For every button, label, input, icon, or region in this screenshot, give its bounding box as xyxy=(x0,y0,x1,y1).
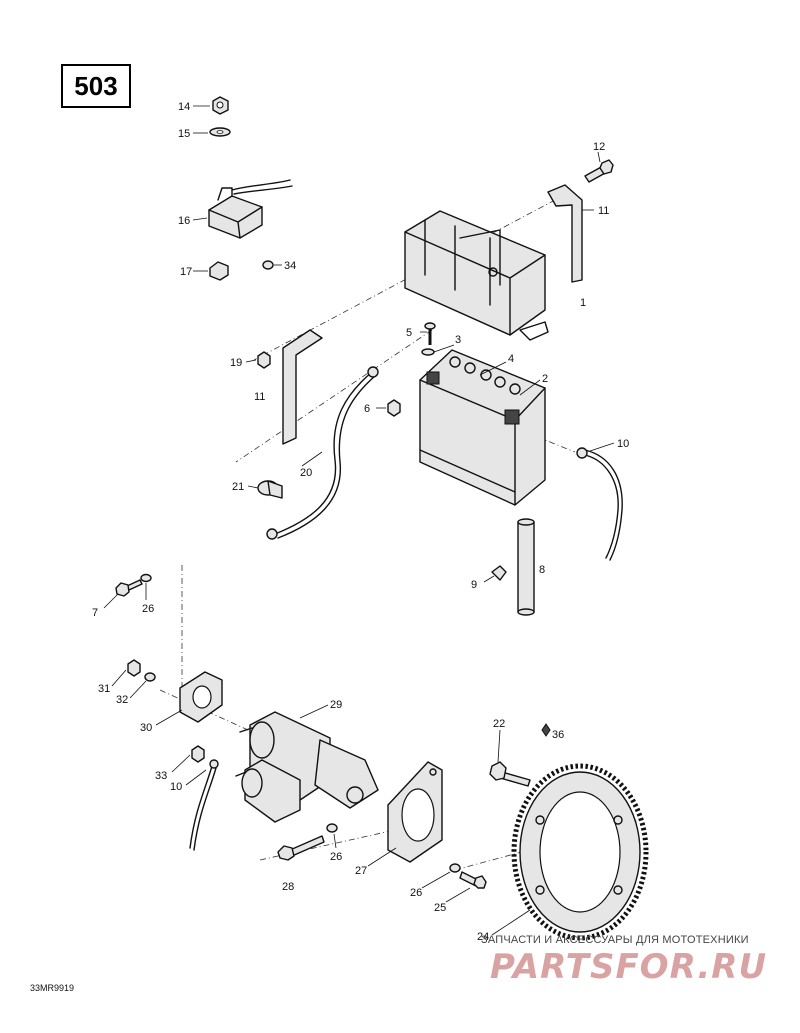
callout-11-left: 11 xyxy=(254,391,265,403)
nut-part-14 xyxy=(212,96,229,115)
callout-30: 30 xyxy=(140,722,152,734)
starter-part-29 xyxy=(235,711,379,823)
callout-4: 4 xyxy=(508,353,514,365)
callout-9: 9 xyxy=(471,579,477,591)
callout-19: 19 xyxy=(230,357,242,369)
callout-27: 27 xyxy=(355,865,367,877)
battery-part-2 xyxy=(419,349,546,506)
callout-16: 16 xyxy=(178,215,190,227)
bolt-part-25 xyxy=(459,871,487,889)
page-number-box: 503 xyxy=(61,64,131,108)
washer-part-26-upper xyxy=(140,573,152,583)
callout-20: 20 xyxy=(300,467,312,479)
callout-36: 36 xyxy=(552,729,564,741)
callout-33: 33 xyxy=(155,770,167,782)
tube-part-8 xyxy=(517,518,535,616)
nut-part-31 xyxy=(127,659,141,677)
callout-31: 31 xyxy=(98,683,110,695)
lock-part-36 xyxy=(541,723,551,737)
callout-32: 32 xyxy=(116,694,128,706)
battery-caps xyxy=(449,356,521,395)
washer-part-26-lower xyxy=(449,863,461,873)
callout-26-upper: 26 xyxy=(142,603,154,615)
nut-part-6 xyxy=(387,399,401,417)
washer-part-15 xyxy=(209,127,231,137)
clip-part-17 xyxy=(209,261,229,281)
callout-10-starter: 10 xyxy=(170,781,182,793)
cable-part-10-starter xyxy=(189,759,219,851)
leader-lines xyxy=(103,105,615,936)
bolt-part-12 xyxy=(584,159,614,183)
strap-part-11-right xyxy=(547,184,583,283)
callout-labels: 14 15 16 17 34 12 11 1 5 3 4 2 19 11 6 1… xyxy=(92,101,629,943)
drawing-code: 33MR9919 xyxy=(30,983,75,993)
callout-2: 2 xyxy=(542,373,548,385)
callout-15: 15 xyxy=(178,128,190,140)
callout-7: 7 xyxy=(92,607,98,619)
callout-8: 8 xyxy=(539,564,545,576)
callout-28: 28 xyxy=(282,881,294,893)
cable-part-20 xyxy=(266,366,379,540)
bolt-part-7 xyxy=(115,579,143,597)
cable-part-10-battery xyxy=(576,447,623,561)
callout-10-battery: 10 xyxy=(617,438,629,450)
strap-part-11-left xyxy=(282,329,323,445)
callout-24: 24 xyxy=(477,931,489,943)
washer-part-32 xyxy=(144,672,156,682)
callout-29: 29 xyxy=(330,699,342,711)
nut-part-33 xyxy=(191,745,205,763)
callout-5: 5 xyxy=(406,327,412,339)
callout-1: 1 xyxy=(580,297,586,309)
callout-14: 14 xyxy=(178,101,190,113)
callout-22: 22 xyxy=(493,718,505,730)
callout-11-right: 11 xyxy=(598,205,609,217)
screw-part-5 xyxy=(424,322,436,345)
screw-part-34 xyxy=(262,260,274,270)
bracket-part-27 xyxy=(387,761,443,863)
bolt-part-28 xyxy=(277,835,325,861)
plate-part-30 xyxy=(179,671,223,723)
callout-25: 25 xyxy=(434,902,446,914)
washer-part-3 xyxy=(421,348,435,356)
nut-part-19 xyxy=(257,351,271,369)
callout-26-lower: 26 xyxy=(410,887,422,899)
callout-17: 17 xyxy=(180,266,192,278)
callout-6: 6 xyxy=(364,403,370,415)
watermark-logo: PARTSFOR.RU xyxy=(490,947,768,987)
clip-part-9 xyxy=(491,565,507,581)
callout-26-middle: 26 xyxy=(330,851,342,863)
regulator-part-16 xyxy=(208,179,293,239)
callout-3: 3 xyxy=(455,334,461,346)
callout-12: 12 xyxy=(593,141,605,153)
callout-34: 34 xyxy=(284,260,296,272)
battery-box-part-1 xyxy=(404,210,549,341)
washer-part-26-middle xyxy=(326,823,338,833)
bolt-part-22 xyxy=(489,761,531,787)
fastener-part-21 xyxy=(257,480,283,499)
watermark-tagline: ЗАПЧАСТИ И АКСЕССУАРЫ ДЛЯ МОТОТЕХНИКИ xyxy=(481,934,749,946)
ring-gear-part-24 xyxy=(511,763,649,941)
callout-21: 21 xyxy=(232,481,244,493)
